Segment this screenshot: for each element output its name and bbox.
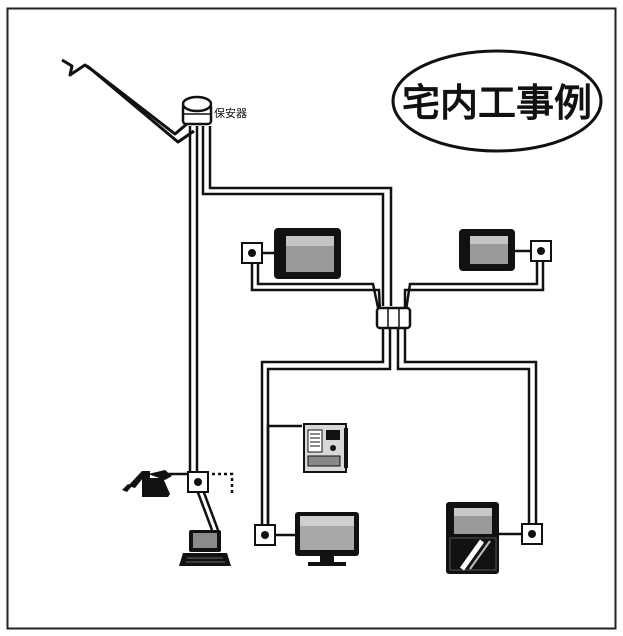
router-device: [303, 423, 348, 473]
wall-jack-left-top: [241, 242, 263, 264]
flat-tv: [295, 512, 359, 566]
laptop: [179, 530, 231, 566]
monitor-left-top: [274, 228, 341, 279]
wall-jack-phone: [187, 471, 209, 493]
wall-jack-tv: [254, 524, 276, 546]
monitor-right-top: [459, 229, 515, 271]
wall-jack-right-top: [530, 240, 552, 262]
diagram-title: 宅内工事例: [402, 81, 592, 125]
splitter-hub: [375, 306, 412, 330]
protector-device: 保安器: [181, 95, 247, 126]
cable-network: [160, 126, 545, 531]
media-device-tall: [446, 502, 522, 574]
title-badge: 宅内工事例: [391, 49, 603, 153]
wall-jack-right-bottom: [521, 523, 543, 545]
drop-cable: [61, 58, 195, 144]
telephone: [122, 470, 172, 497]
protector-label: 保安器: [214, 106, 247, 120]
